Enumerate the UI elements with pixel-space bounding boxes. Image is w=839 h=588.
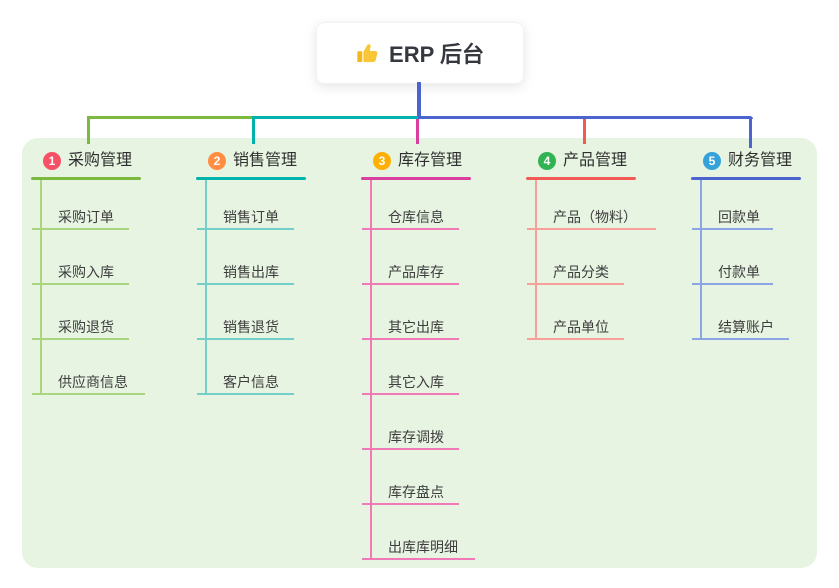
child-node-underline [32, 393, 145, 395]
branch-4-badge: 4 [538, 152, 556, 170]
branch-5-spine [700, 180, 702, 340]
child-node-label[interactable]: 产品分类 [553, 264, 609, 280]
root-label: ERP 后台 [389, 42, 484, 67]
child-node-label[interactable]: 采购入库 [58, 264, 114, 280]
connector-root-stem [417, 82, 421, 119]
child-node-label[interactable]: 出库库明细 [388, 539, 458, 555]
child-node-label[interactable]: 采购退货 [58, 319, 114, 335]
branch-5-badge: 5 [703, 152, 721, 170]
child-node-underline [362, 448, 460, 450]
root-node[interactable]: ERP 后台 [316, 22, 524, 84]
child-node-label[interactable]: 销售退货 [223, 319, 279, 335]
child-node-label[interactable]: 客户信息 [223, 374, 279, 390]
child-node-label[interactable]: 其它入库 [388, 374, 444, 390]
child-node-underline [362, 283, 460, 285]
child-node-label[interactable]: 结算账户 [718, 319, 774, 335]
child-node-label[interactable]: 库存盘点 [388, 484, 444, 500]
connector-drop-branch3 [416, 119, 419, 144]
branch-4-label[interactable]: 产品管理 [563, 152, 628, 169]
branch-1-underline [31, 177, 141, 180]
child-node-underline [197, 228, 295, 230]
child-node-underline [362, 503, 460, 505]
child-node-underline [692, 228, 774, 230]
child-node-underline [362, 393, 460, 395]
child-node-underline [32, 283, 130, 285]
branch-3-label[interactable]: 库存管理 [398, 152, 463, 169]
child-node-label[interactable]: 仓库信息 [388, 209, 444, 225]
child-node-label[interactable]: 产品库存 [388, 264, 444, 280]
child-node-label[interactable]: 销售出库 [223, 264, 279, 280]
connector-trunk-branch5 [418, 116, 753, 119]
branch-1-spine [40, 180, 42, 395]
child-node-underline [362, 228, 460, 230]
child-node-underline [362, 338, 460, 340]
child-node-underline [32, 228, 130, 230]
branch-3-underline [361, 177, 471, 180]
connector-drop-branch4 [583, 119, 586, 144]
connector-drop-branch2 [252, 119, 255, 144]
branch-1-badge: 1 [43, 152, 61, 170]
child-node-underline [197, 338, 295, 340]
connector-trunk-branch2 [252, 116, 420, 119]
child-node-label[interactable]: 其它出库 [388, 319, 444, 335]
child-node-label[interactable]: 产品单位 [553, 319, 609, 335]
thumbs-up-icon [356, 41, 380, 65]
child-node-underline [527, 338, 625, 340]
branch-2-badge: 2 [208, 152, 226, 170]
connector-drop-branch1 [87, 119, 90, 144]
mindmap-panel [22, 138, 817, 568]
child-node-label[interactable]: 采购订单 [58, 209, 114, 225]
child-node-label[interactable]: 销售订单 [223, 209, 279, 225]
child-node-label[interactable]: 供应商信息 [58, 374, 128, 390]
branch-5-underline [691, 177, 801, 180]
branch-3-badge: 3 [373, 152, 391, 170]
branch-3-spine [370, 180, 372, 560]
child-node-underline [197, 283, 295, 285]
child-node-underline [692, 283, 774, 285]
child-node-underline [692, 338, 790, 340]
branch-2-underline [196, 177, 306, 180]
branch-5-label[interactable]: 财务管理 [728, 152, 793, 169]
child-node-underline [362, 558, 475, 560]
branch-2-label[interactable]: 销售管理 [233, 152, 298, 169]
child-node-underline [197, 393, 295, 395]
branch-4-spine [535, 180, 537, 340]
child-node-label[interactable]: 库存调拨 [388, 429, 444, 445]
branch-2-spine [205, 180, 207, 395]
child-node-underline [527, 228, 656, 230]
connector-drop-branch5 [749, 119, 752, 148]
child-node-label[interactable]: 付款单 [718, 264, 760, 280]
child-node-label[interactable]: 产品（物料） [553, 209, 637, 225]
branch-1-label[interactable]: 采购管理 [68, 152, 133, 169]
child-node-underline [527, 283, 625, 285]
child-node-underline [32, 338, 130, 340]
connector-trunk-branch1 [87, 116, 255, 119]
branch-4-underline [526, 177, 636, 180]
child-node-label[interactable]: 回款单 [718, 209, 760, 225]
